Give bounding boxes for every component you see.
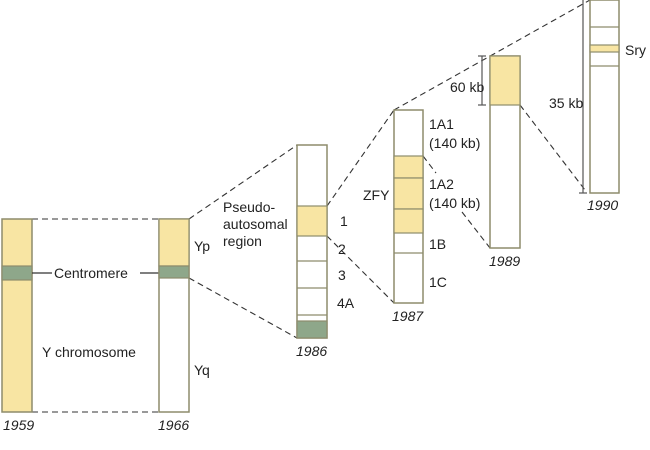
y-chromosome-label: Y chromosome [42,344,136,360]
year-1986: 1986 [296,343,327,359]
band-label: 1 [340,213,348,229]
year-1989: 1989 [489,253,520,269]
year-1966: 1966 [158,417,189,433]
band-label: 1B [429,236,446,252]
zfy-label: ZFY [363,187,390,203]
size-60kb-label: 60 kb [450,79,484,95]
year-1959: 1959 [3,417,34,433]
band-label: 1A2 [429,176,454,192]
sry-label: Sry [625,42,646,58]
chromosome-1966: 1966 Yp Yq [158,218,210,433]
pseudoautosomal-label-line3: region [223,233,262,249]
chromosome-1989: 60 kb 1989 [450,55,521,269]
chromosome-1959: 1959 Y chromosome Centromere [1,218,159,433]
zoom-connectors [32,0,591,413]
band-label: 1A1 [429,116,454,132]
year-1987: 1987 [392,308,424,324]
chromosome-1987: 1987 ZFY 1A1 (140 kb) 1A2 (140 kb) 1B 1C [363,109,480,324]
band-label: 4A [337,295,355,311]
pseudoautosomal-label-line2: autosomal [223,216,288,232]
band-size-label: (140 kb) [429,195,480,211]
chromosome-1990: 35 kb Sry 1990 [549,0,646,213]
centromere-label: Centromere [54,265,128,281]
year-1990: 1990 [587,197,618,213]
yp-label: Yp [194,238,210,254]
yq-label: Yq [194,362,210,378]
band-label: 3 [338,267,346,283]
band-label: 2 [338,241,346,257]
chromosome-1986: 1986 Pseudo- autosomal region 1 2 3 4A [223,144,355,359]
pseudoautosomal-label-line1: Pseudo- [223,199,275,215]
band-label: 1C [429,274,447,290]
band-size-label: (140 kb) [429,135,480,151]
size-35kb-label: 35 kb [549,95,583,111]
